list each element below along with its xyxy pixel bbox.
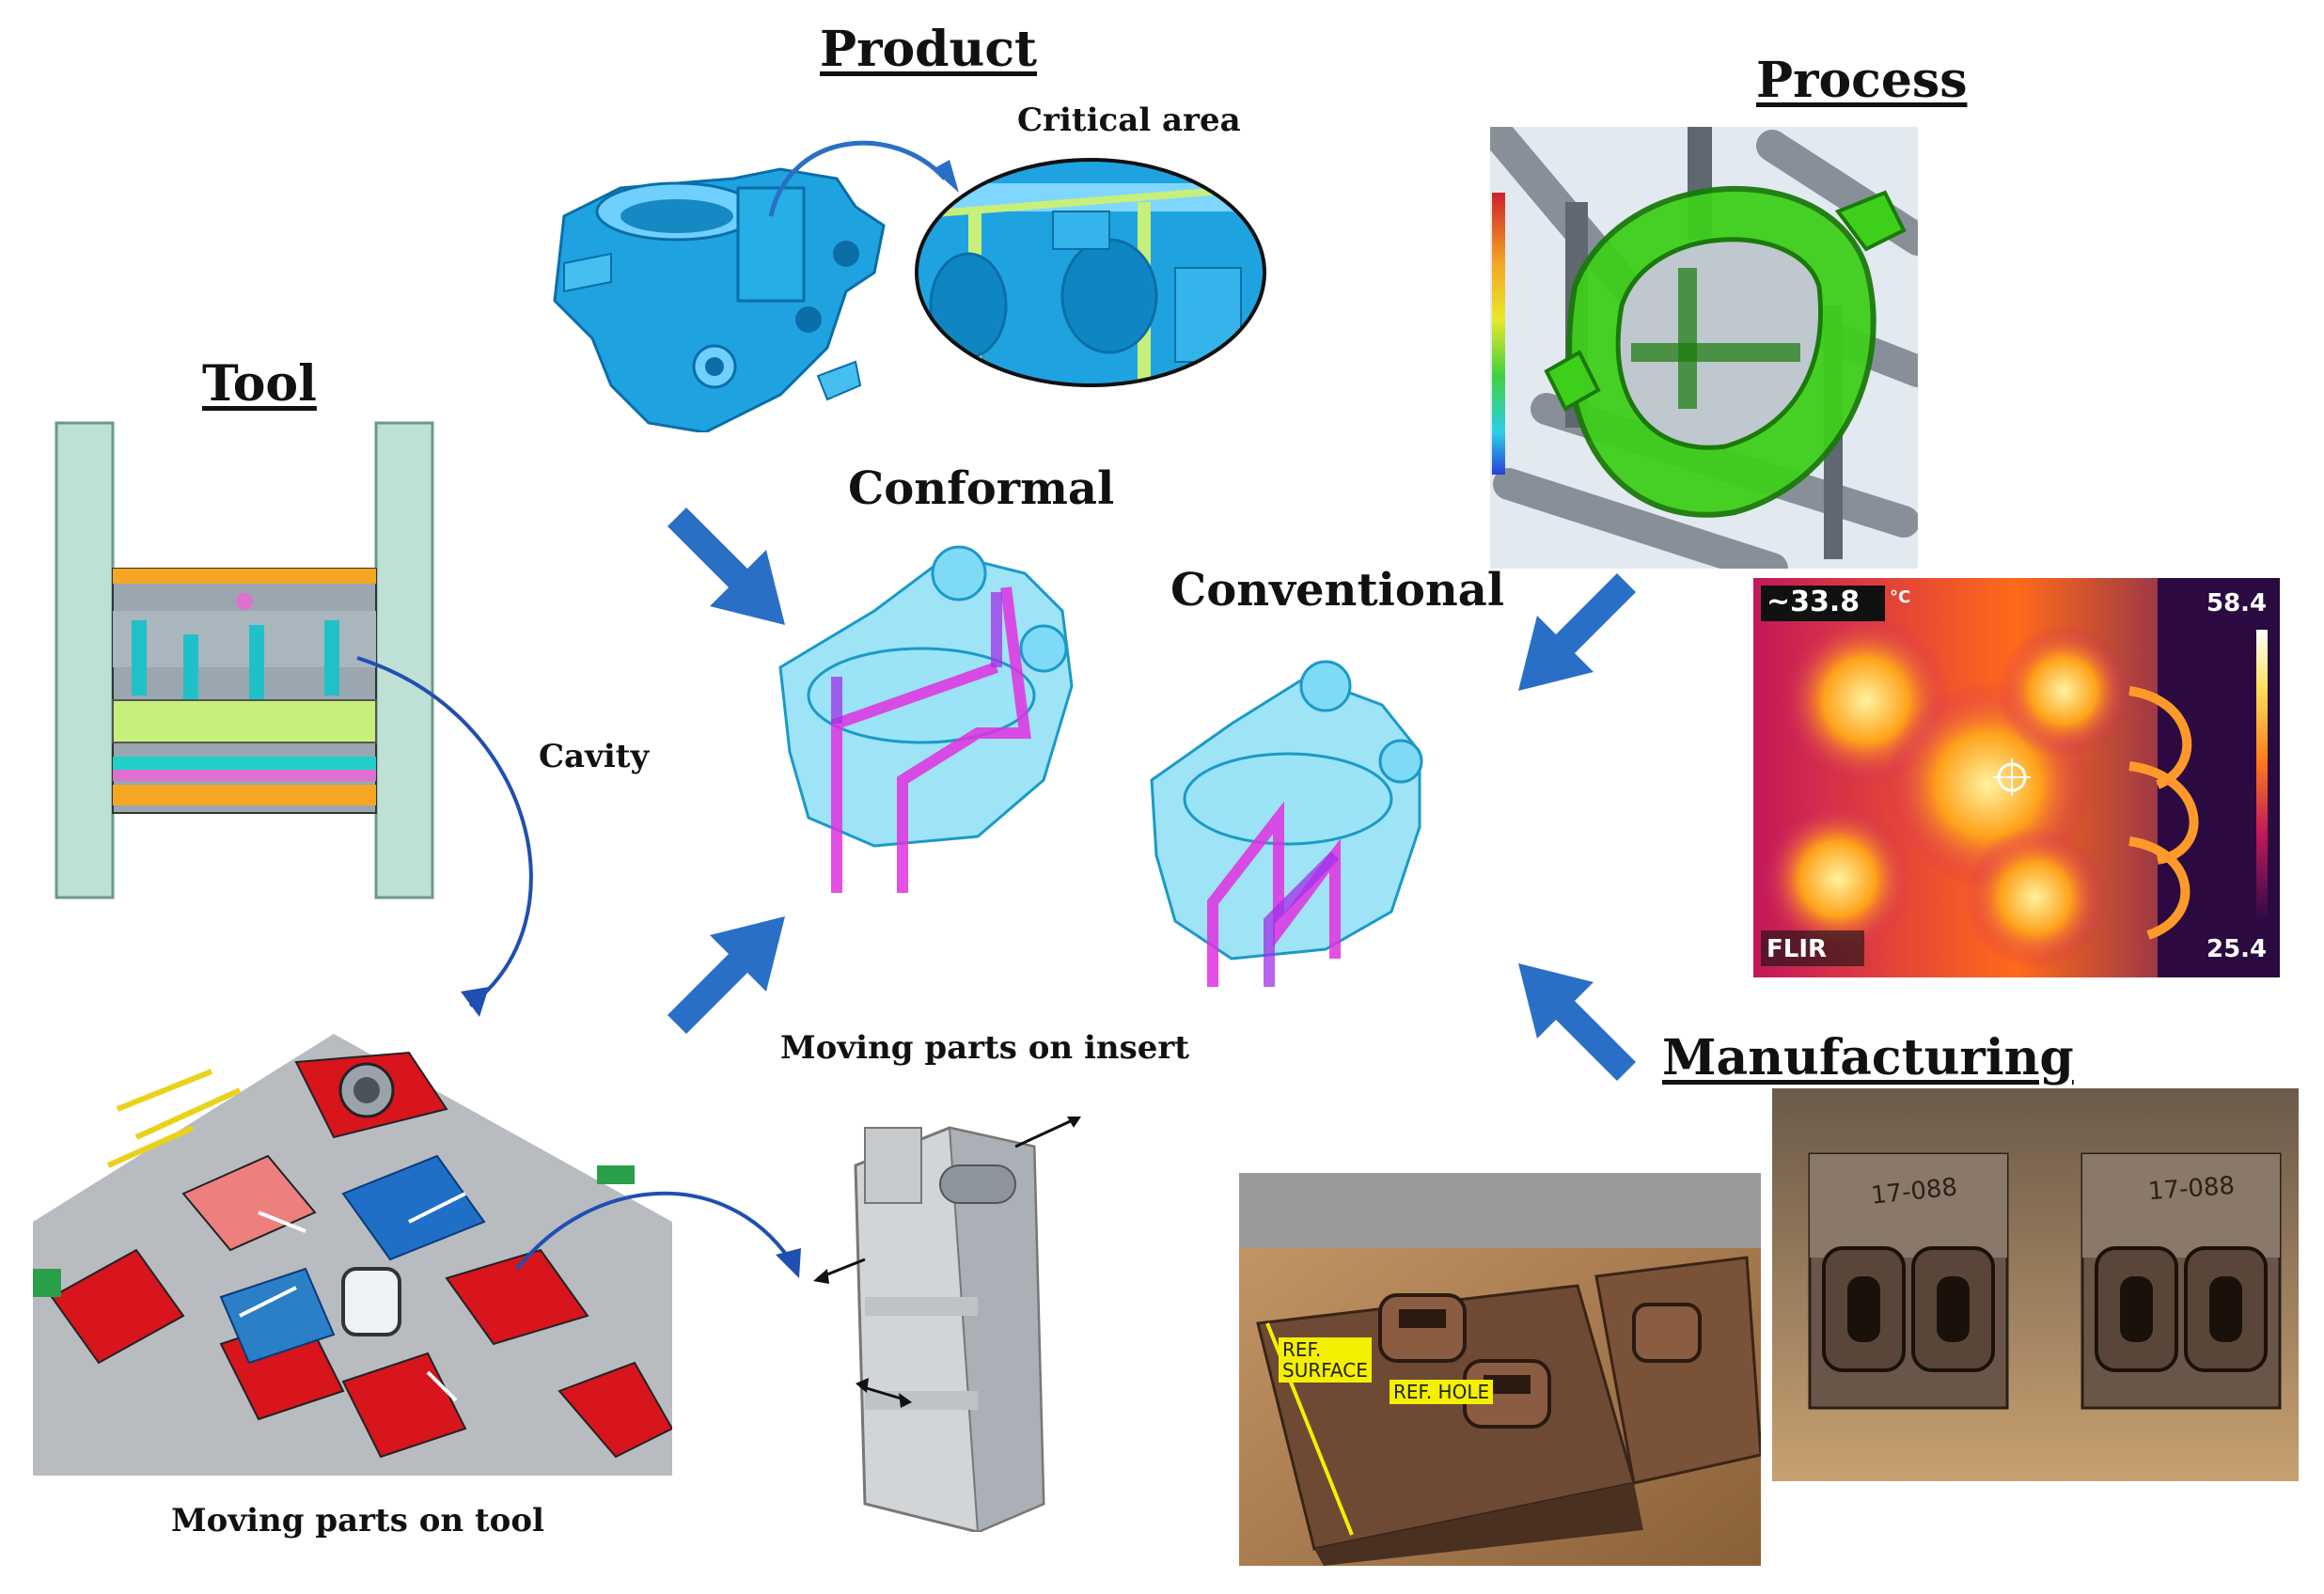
- manufacturing-photo-parts: 17-088 17-088: [1772, 1088, 2299, 1481]
- tool-to-insert-arrow: [515, 1192, 801, 1278]
- label-moving-parts-insert: Moving parts on insert: [780, 1029, 1189, 1067]
- tag-ref-surface-line2: SURFACE: [1282, 1359, 1368, 1382]
- arrow-tool-to-conformal: [667, 916, 785, 1034]
- product-to-critical-arrow: [768, 140, 959, 217]
- arrow-manufacturing-to-conventional: [1518, 963, 1636, 1081]
- moving-parts-tool-image: [33, 1034, 672, 1476]
- heading-tool: Tool: [202, 355, 317, 413]
- product-part-image: [553, 167, 886, 432]
- thermal-unit: °C: [1890, 587, 1911, 607]
- heading-process: Process: [1756, 52, 1968, 109]
- manufacturing-photo-ref: REF. SURFACE REF. HOLE: [1239, 1173, 1761, 1566]
- arrow-process-to-conventional: [1518, 573, 1636, 691]
- thermal-scale-max: 58.4: [2206, 589, 2268, 617]
- heading-manufacturing: Manufacturing: [1662, 1029, 2074, 1086]
- label-conformal: Conformal: [848, 462, 1115, 515]
- flir-logo: FLIR: [1767, 935, 1828, 963]
- conventional-part-image: [1150, 660, 1423, 987]
- label-critical-area: Critical area: [1017, 102, 1241, 139]
- thermal-spot-reading: ~33.8: [1767, 586, 1861, 618]
- tag-ref-surface-line1: REF.: [1282, 1338, 1322, 1361]
- thermal-camera-image: ~33.8 °C 58.4 25.4 FLIR: [1753, 578, 2280, 977]
- thermal-scale-min: 25.4: [2206, 935, 2268, 963]
- process-simulation-image: [1490, 127, 1918, 569]
- label-cavity: Cavity: [539, 738, 650, 775]
- arrow-product-to-conformal: [667, 508, 785, 625]
- tool-to-moving-parts-arrow: [356, 656, 533, 1017]
- tag-ref-surface: REF. SURFACE: [1279, 1337, 1372, 1383]
- tool-mould-image: [55, 421, 434, 899]
- heading-product: Product: [820, 21, 1038, 78]
- critical-area-zoom: [915, 158, 1266, 387]
- tag-ref-hole: REF. HOLE: [1390, 1380, 1494, 1404]
- part-stamp-right: 17-088: [2147, 1171, 2237, 1207]
- insert-image: [813, 1117, 1081, 1532]
- label-conventional: Conventional: [1170, 564, 1505, 617]
- label-moving-parts-tool: Moving parts on tool: [171, 1502, 544, 1539]
- conformal-part-image: [778, 545, 1074, 893]
